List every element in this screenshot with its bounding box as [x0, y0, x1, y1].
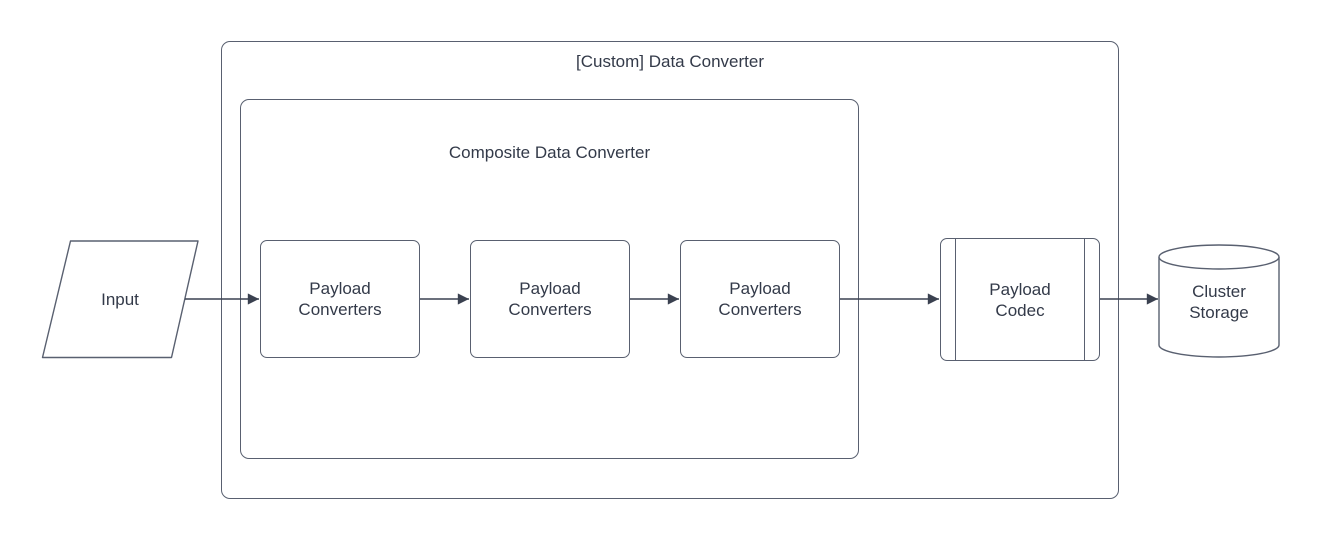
node-payload-codec-label: Payload Codec: [989, 279, 1051, 320]
subroutine-right-bar: [1083, 239, 1085, 360]
subroutine-left-bar: [955, 239, 957, 360]
node-payload-codec: Payload Codec: [940, 238, 1100, 361]
node-payload-converters-2: Payload Converters: [470, 240, 630, 358]
custom-data-converter-group: [221, 41, 1119, 499]
node-payload-converters-2-label: Payload Converters: [508, 279, 592, 319]
node-cluster-storage-label: Cluster Storage: [1189, 282, 1249, 322]
node-payload-converters-3-label: Payload Converters: [718, 279, 802, 319]
node-input-label: Input: [101, 290, 139, 309]
node-payload-converters-1: Payload Converters: [260, 240, 420, 358]
node-payload-converters-3: Payload Converters: [680, 240, 840, 358]
composite-data-converter-group: [240, 99, 859, 459]
composite-data-converter-title: Composite Data Converter: [448, 143, 651, 162]
node-payload-converters-1-label: Payload Converters: [298, 279, 382, 319]
custom-data-converter-title: [Custom] Data Converter: [575, 52, 764, 71]
